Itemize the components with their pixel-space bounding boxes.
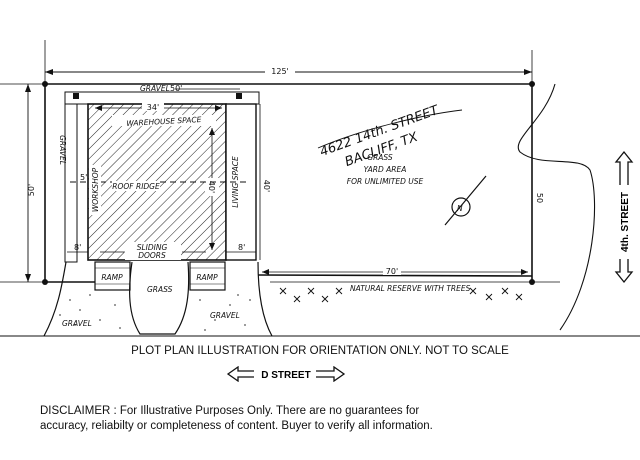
ramp-right: RAMP [189, 261, 226, 291]
dimension-125: 125' [45, 64, 532, 76]
dimension-50-left: 50' [25, 84, 36, 282]
dim-125-label: 125' [271, 67, 288, 76]
side-street-marker: 4th. STREET [614, 150, 634, 284]
front-street-marker: D STREET [226, 366, 346, 382]
gravel-bottom-right-label: GRAVEL [210, 311, 240, 320]
north-label: N [457, 204, 463, 213]
north-arrow-icon: N [444, 175, 487, 226]
side-street-label: 4th. STREET [620, 192, 631, 252]
yard-line3: FOR UNLIMITED USE [347, 177, 424, 186]
gravel-band-left [64, 103, 78, 263]
dim-50-right-label: 50 [535, 193, 544, 203]
plot-plan-drawing: 125' 50' GRAVEL 50' GRAVEL 34' WAREHOUSE… [0, 40, 640, 337]
plot-caption: PLOT PLAN ILLUSTRATION FOR ORIENTATION O… [131, 345, 509, 357]
gravel-bottom-left-label: GRAVEL [62, 319, 92, 328]
ramp-right-label: RAMP [196, 273, 218, 282]
ramp-left-label: RAMP [101, 273, 123, 282]
grass-front-label: GRASS [147, 285, 173, 294]
gravel-top-label: GRAVEL [140, 84, 170, 93]
ramp-left: RAMP [94, 261, 131, 291]
trees-label: NATURAL RESERVE WITH TREES [350, 284, 471, 293]
front-street-label: D STREET [261, 370, 310, 381]
warehouse-space-label: WAREHOUSE SPACE [126, 115, 202, 128]
sliding-doors-label-1: SLIDING [137, 243, 168, 252]
living-space-label: LIVING SPACE [231, 156, 240, 208]
workshop-label: WORKSHOP [91, 167, 100, 212]
yard-line2: YARD AREA [364, 165, 407, 174]
dim-40-right-label: 40' [262, 180, 271, 192]
dim-8-left-label: 8' [74, 243, 81, 252]
disclaimer-text: DISCLAIMER : For Illustrative Purposes O… [40, 405, 433, 432]
dim-5-label: 5' [80, 173, 87, 182]
dimension-34: 34' [95, 101, 222, 112]
dim-70-label: 70' [386, 267, 398, 276]
dim-34-label: 34' [147, 103, 159, 112]
dim-8-right-label: 8' [238, 243, 245, 252]
tree-marks [279, 287, 523, 303]
roof-ridge-label: ROOF RIDGE [112, 182, 160, 191]
gravel-left-label: GRAVEL [58, 135, 67, 165]
dim-50-left-label: 50' [27, 184, 36, 196]
dim-50-top-label: 50' [170, 84, 182, 93]
street-curb-right [517, 83, 596, 331]
yard-line1: GRASS [367, 153, 393, 162]
front-gravel-area [43, 261, 273, 337]
dim-40-inner-label: 40' [207, 181, 216, 193]
dimension-70: 70' [262, 265, 528, 276]
sliding-doors-label-2: DOORS [138, 251, 166, 260]
lot-outline [44, 83, 533, 283]
